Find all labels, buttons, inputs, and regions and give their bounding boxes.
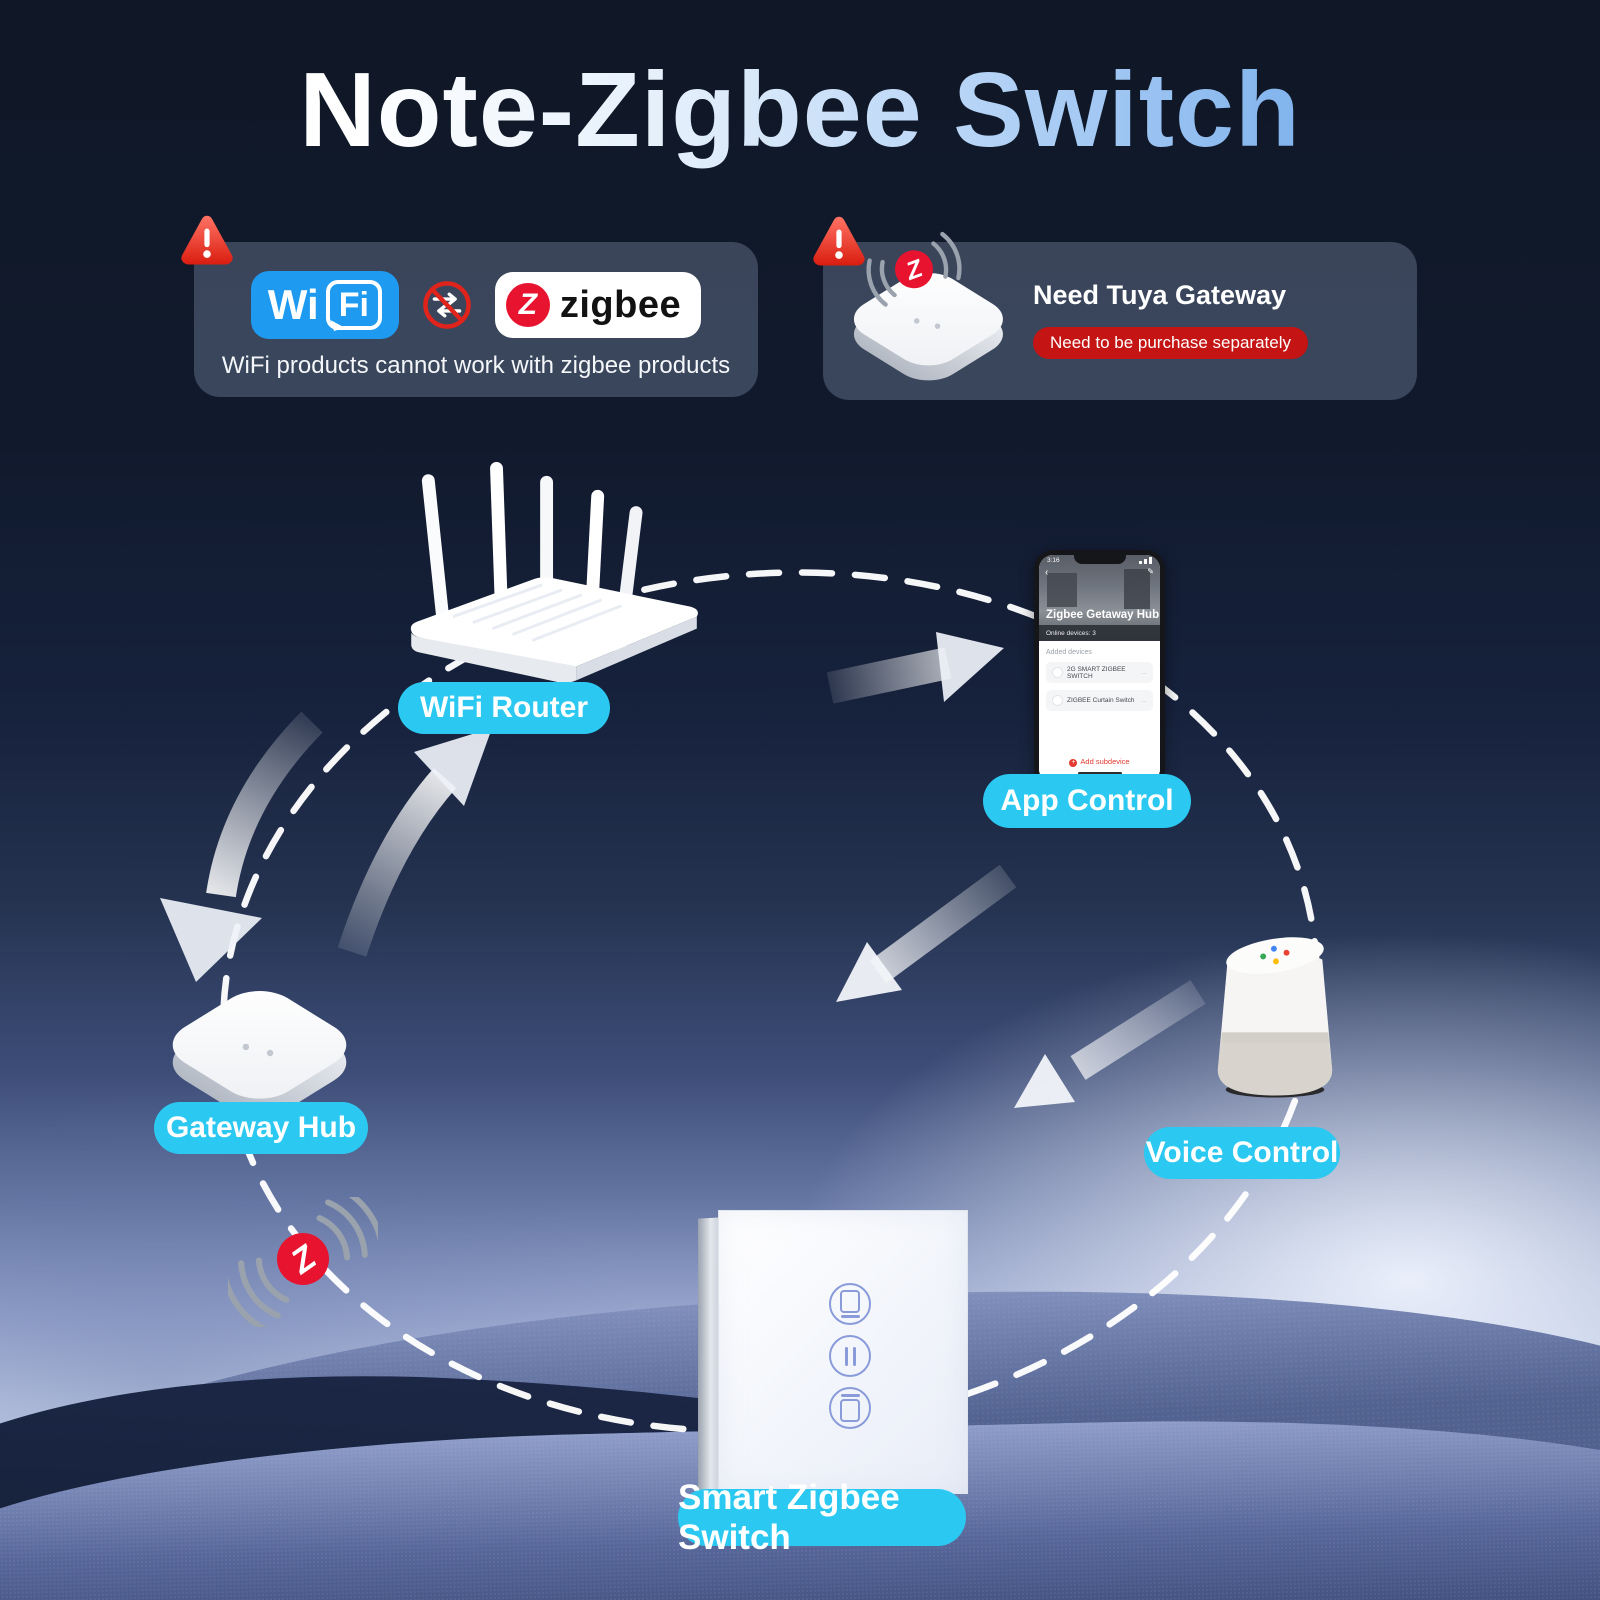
zigbee-signal-icon: Z [228, 1197, 378, 1327]
more-icon[interactable]: ... [1141, 697, 1147, 704]
wifi-router-label: WiFi Router [398, 682, 610, 734]
curtain-close-icon [840, 1398, 860, 1422]
device-icon [1052, 667, 1063, 678]
phone-notch [1073, 555, 1126, 564]
wifi-router-image [410, 462, 698, 683]
wifi-logo-fi-bubble: Fi [325, 279, 382, 331]
home-indicator [1077, 771, 1122, 775]
warning-icon [813, 216, 865, 266]
add-subdevice-button[interactable]: +Add subdevice [1069, 756, 1130, 767]
device-name: 2G SMART ZIGBEE SWITCH [1067, 665, 1126, 680]
app-device-list: Added devices 2G SMART ZIGBEE SWITCH ...… [1039, 641, 1160, 783]
smart-speaker-image [1217, 937, 1333, 1098]
gateway-note-text: Need Tuya Gateway Need to be purchase se… [1033, 280, 1403, 359]
zigbee-logo: Z zigbee [494, 272, 702, 338]
logo-row: Wi Fi Z zigbee [194, 270, 758, 340]
need-gateway-note-box: Z Need Tuya Gateway Need to be purchase … [823, 231, 1417, 400]
curved-arrow-down-left [160, 711, 323, 982]
edit-icon[interactable]: ✎ [1147, 567, 1154, 576]
arrow-voice-to-switch [1014, 980, 1206, 1108]
online-devices-bar: Online devices: 3 [1039, 625, 1160, 641]
curtain-open-icon [840, 1290, 860, 1314]
back-icon[interactable]: ‹ [1045, 567, 1049, 578]
zigbee-logo-text: zigbee [559, 283, 682, 326]
arrow-router-to-phone [826, 632, 1004, 704]
gateway-hub-image [172, 991, 347, 1117]
need-gateway-heading: Need Tuya Gateway [1033, 280, 1287, 310]
wifi-logo-wi-text: Wi [267, 281, 319, 328]
page-title: Note-Zigbee Switch [0, 50, 1600, 171]
zigbee-signal-icon: Z [866, 231, 962, 307]
phone-screen: 3:16 ‹ ✎ Zigbee Getaway Hub Online devic… [1039, 555, 1160, 783]
device-list-item[interactable]: ZIGBEE Curtain Switch ... [1046, 690, 1153, 711]
smartphone-image: 3:16 ‹ ✎ Zigbee Getaway Hub Online devic… [1034, 550, 1165, 788]
curtain-close-button[interactable] [829, 1387, 871, 1429]
app-header-photo: ‹ ✎ Zigbee Getaway Hub Online devices: 3 [1039, 555, 1160, 641]
app-screen-title: Zigbee Getaway Hub [1046, 609, 1160, 621]
switch-buttons [829, 1283, 871, 1429]
plus-icon: + [1069, 758, 1078, 767]
wifi-logo: Wi Fi [250, 271, 399, 339]
device-name: ZIGBEE Curtain Switch [1067, 697, 1135, 704]
arrow-app-to-switch [836, 864, 1017, 1002]
added-devices-label: Added devices [1046, 649, 1092, 656]
zigbee-z-icon: Z [505, 283, 550, 327]
device-icon [1052, 695, 1063, 706]
pause-icon [844, 1346, 848, 1366]
curtain-open-button[interactable] [829, 1283, 871, 1325]
switch-glass-panel [718, 1210, 968, 1494]
gateway-hub-label: Gateway Hub [154, 1102, 368, 1154]
signal-battery-icons [1139, 557, 1152, 564]
smart-zigbee-switch-label: Smart Zigbee Switch [678, 1478, 966, 1557]
curtain-pause-button[interactable] [829, 1335, 871, 1377]
curved-arrow-up-right [337, 728, 492, 957]
phone-status-bar: 3:16 [1039, 557, 1160, 564]
phone-time: 3:16 [1047, 557, 1060, 564]
not-compatible-icon [423, 281, 471, 329]
incompatibility-caption: WiFi products cannot work with zigbee pr… [221, 352, 731, 379]
warning-icon [181, 215, 233, 265]
wifi-incompatible-note-box: Wi Fi Z zigbee WiFi products cannot work… [194, 242, 758, 397]
voice-control-label: Voice Control [1144, 1127, 1340, 1179]
purchase-separately-badge: Need to be purchase separately [1033, 327, 1308, 359]
router-body [410, 577, 698, 683]
zigbee-switch-image [698, 1210, 968, 1495]
app-control-label: App Control [983, 774, 1191, 828]
device-list-item[interactable]: 2G SMART ZIGBEE SWITCH ... [1046, 662, 1153, 683]
tuya-gateway-image [853, 272, 1003, 381]
more-icon[interactable]: ... [1141, 669, 1147, 676]
speaker-top [1226, 937, 1324, 974]
